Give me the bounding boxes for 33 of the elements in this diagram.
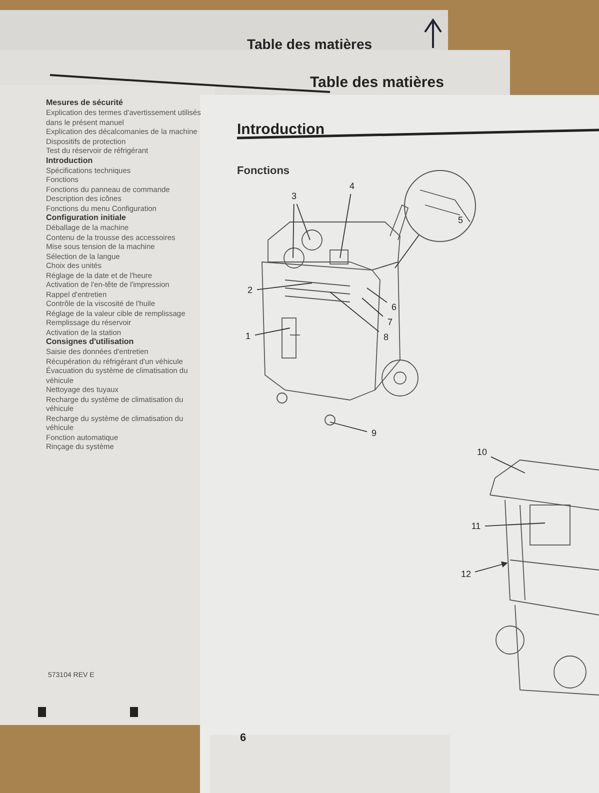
leader-line [256,282,312,290]
leader-line [330,292,380,332]
page-number: 6 [240,731,246,746]
subsection-title: Fonctions [237,164,290,179]
leader-line [296,204,310,240]
toc-heading: Mesures de sécurité [46,98,124,108]
callout-number: 1 [242,330,254,343]
leader-line [474,561,508,572]
callout-number: 6 [388,301,400,314]
leader-line [490,456,526,474]
callout-number: 8 [380,331,392,344]
toc-heading: Introduction [46,156,94,166]
leader-line [394,234,420,268]
leader-line [362,298,384,317]
callout-number: 4 [346,180,358,193]
leader-line [366,288,388,303]
leader-line [254,328,290,336]
page-heading: Table des matières [310,73,444,93]
leader-line [330,422,368,432]
section-title: Introduction [237,120,324,140]
toc-heading: Consignes d'utilisation [46,337,135,347]
callout-number: 9 [368,427,380,440]
callout-number: 7 [384,316,396,329]
callout-number: 2 [244,284,256,297]
leader-line [292,204,294,258]
toc-heading: Configuration initiale [46,213,127,223]
callout-number: 12 [458,568,474,581]
leader-line [340,194,352,258]
callout-number: 11 [468,520,484,533]
leader-line [484,522,546,526]
callout-number: 3 [288,190,300,203]
callout-number: 10 [474,446,490,459]
page-heading: Table des matières [247,35,372,54]
